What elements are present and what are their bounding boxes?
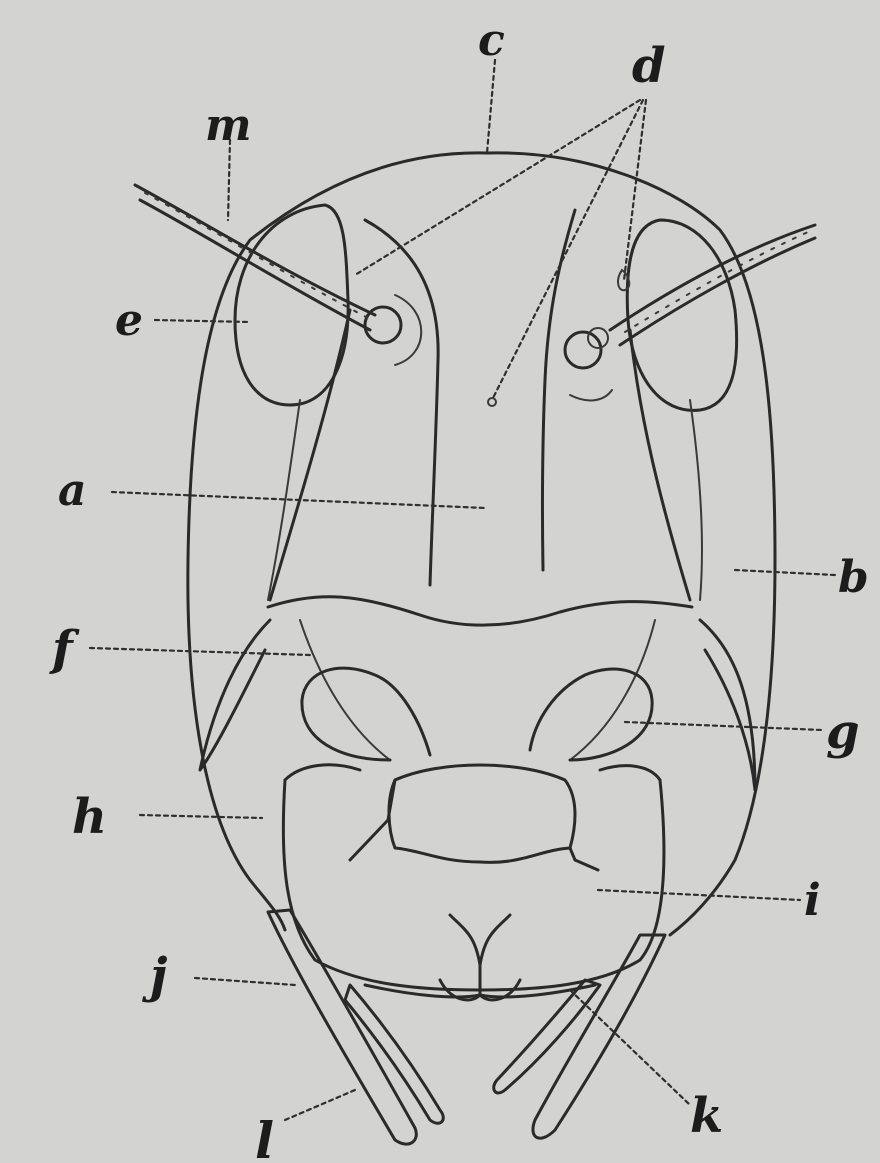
clypeus-upper-edge (268, 597, 692, 625)
labrum-left-bracket (350, 780, 395, 860)
leader-d1 (355, 100, 640, 275)
left-gena-line (270, 310, 350, 600)
leader-d3 (624, 100, 646, 280)
right-frontal-ridge (542, 210, 575, 570)
label-m: m (205, 100, 252, 151)
label-b: b (838, 552, 869, 603)
right-gena-line-inner (690, 400, 702, 600)
leader-g (625, 722, 822, 730)
label-g: g (826, 704, 860, 760)
label-f: f (49, 621, 80, 677)
right-maxillary-lobe (700, 620, 755, 790)
right-compound-eye (627, 220, 736, 410)
left-palp-inner (345, 985, 443, 1123)
left-palp (268, 910, 416, 1144)
lower-plate-top-left (285, 765, 360, 780)
leader-h (140, 815, 262, 818)
right-antenna (610, 225, 815, 330)
median-ocellus (488, 398, 496, 406)
right-antenna-edge (620, 238, 815, 345)
label-d: d (632, 38, 666, 94)
right-labral-lobe (530, 669, 652, 760)
leader-f (90, 648, 310, 655)
clypeus-left-side (300, 620, 390, 760)
leader-l (285, 1090, 355, 1120)
leader-c (487, 60, 495, 153)
clypeus-right-side (570, 620, 655, 760)
leader-b (735, 570, 835, 575)
label-l: l (255, 1111, 274, 1163)
left-maxillary-lobe (200, 620, 270, 770)
label-k: k (690, 1088, 723, 1144)
leader-j (195, 978, 295, 985)
right-antenna-segments (625, 232, 808, 332)
label-j: j (142, 948, 167, 1004)
labrum-central-plate (389, 765, 575, 862)
left-labral-lobe (302, 668, 430, 760)
label-i: i (804, 875, 821, 926)
label-h: h (72, 789, 107, 845)
lower-plate-outline (283, 780, 664, 990)
leader-m (228, 140, 230, 220)
head-outline (188, 153, 775, 935)
leader-i (598, 890, 800, 900)
left-compound-eye (235, 205, 348, 405)
label-c: c (478, 15, 505, 66)
label-a: a (58, 465, 87, 516)
leader-d2 (492, 100, 643, 400)
right-antennal-socket (565, 332, 601, 368)
labium-notch (450, 915, 510, 965)
left-antenna-edge (140, 200, 370, 330)
right-palp (533, 935, 665, 1138)
left-frontal-ridge (365, 220, 438, 585)
labrum-right-bracket (570, 848, 598, 870)
lower-plate-top-right (600, 766, 660, 780)
label-e: e (115, 295, 143, 346)
right-socket-ring (570, 390, 612, 400)
